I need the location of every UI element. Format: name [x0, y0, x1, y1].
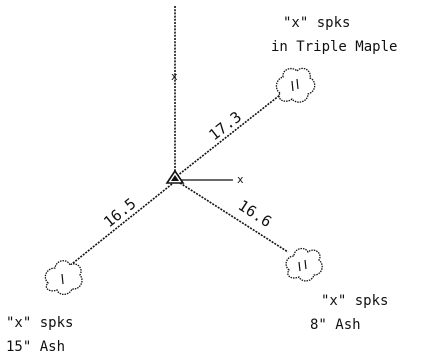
distance-ash-15: 16.5 — [100, 194, 139, 231]
label-maple-line2: in Triple Maple — [271, 39, 397, 55]
label-ash-15-line2: 15" Ash — [6, 339, 65, 355]
tie-line-maple — [176, 94, 281, 177]
label-ash-8-line2: 8" Ash — [310, 317, 361, 333]
tree-ash-15-icon — [44, 260, 83, 296]
tree-ash-8-icon — [285, 247, 323, 282]
tie-line-ash-15 — [67, 183, 173, 268]
north-x-marker: x — [171, 70, 178, 83]
tie-line-ash-8 — [179, 182, 289, 253]
east-x-marker: x — [237, 173, 244, 186]
control-point-icon — [165, 169, 185, 184]
distance-ash-8: 16.6 — [235, 196, 275, 231]
label-ash-8-line1: "x" spks — [321, 293, 388, 309]
label-maple-line1: "x" spks — [283, 15, 350, 31]
tree-maple-icon — [275, 67, 316, 103]
label-ash-15-line1: "x" spks — [6, 315, 73, 331]
